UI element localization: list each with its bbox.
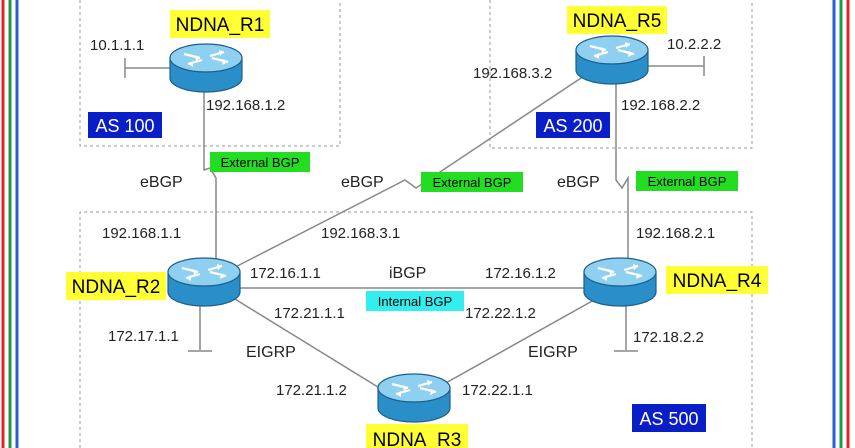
ip-r3-to-r4: 172.22.1.1 [462,382,533,399]
router-label-bg-r2 [66,272,166,300]
tag-external-bgp-right: External BGP [648,174,727,189]
ip-r1-lan: 10.1.1.1 [90,37,144,54]
as500-boundary [79,211,753,448]
router-name-r5: NDNA_R5 [573,11,662,32]
tag-bg-internal [366,291,464,311]
as-boundaries [79,0,753,448]
as-label-bg-100 [88,112,162,138]
as-labels: AS 100 AS 200 AS 500 [88,112,706,432]
router-r3-icon [376,372,452,424]
ip-r2-to-r5: 192.168.3.1 [321,225,400,242]
protocol-eigrp-right: EIGRP [528,344,578,361]
router-name-r4: NDNA_R4 [673,271,762,292]
ip-r5-lan: 10.2.2.2 [667,36,721,53]
ip-labels: 10.1.1.1 192.168.1.2 10.2.2.2 192.168.3.… [90,36,721,399]
left-border-stripes [1,0,19,448]
ip-r2-lan: 172.17.1.1 [108,328,179,345]
link-r2-r5 [209,71,591,281]
as-label-100: AS 100 [95,116,154,136]
protocol-eigrp-left: EIGRP [246,344,296,361]
protocol-ebgp-mid: eBGP [341,174,384,191]
router-label-bg-r3 [366,424,468,448]
router-label-bg-r5 [567,6,667,34]
router-r5-icon [574,34,650,86]
router-r1-icon [168,42,244,94]
tag-bg-ext-mid [421,172,523,192]
ip-r2-to-r3: 172.21.1.1 [274,305,345,322]
tag-internal-bgp: Internal BGP [378,294,452,309]
protocol-ebgp-right: eBGP [557,174,600,191]
ip-r2-ibgp: 172.16.1.1 [250,265,321,282]
router-r2-icon [166,256,242,308]
link-r4-r3 [443,299,595,385]
router-name-r1: NDNA_R1 [176,15,265,36]
protocol-labels: eBGP eBGP eBGP iBGP EIGRP EIGRP [140,174,600,361]
link-r5-r4 [615,72,629,264]
tag-bg-ext-right [636,171,738,191]
ip-r1-wan: 192.168.1.2 [206,97,285,114]
tag-external-bgp-mid: External BGP [433,175,512,190]
right-border-stripes [832,0,850,448]
protocol-ebgp-left: eBGP [140,174,183,191]
tag-external-bgp-left: External BGP [221,155,300,170]
router-label-bg-r4 [666,266,768,294]
protocol-tags: External BGP External BGP External BGP I… [210,152,738,311]
ip-r4-to-r5: 192.168.2.1 [636,225,715,242]
router-r4-icon [582,256,658,308]
tag-bg-ext-left [210,152,310,172]
as-label-bg-200 [536,112,610,138]
links [203,71,629,393]
lan-stubs [124,56,705,352]
ip-r5-to-r2: 192.168.3.2 [473,65,552,82]
as-label-bg-500 [632,404,706,432]
ip-r4-lan: 172.18.2.2 [633,329,704,346]
as100-boundary [79,0,341,147]
router-label-bg-r1 [170,10,270,38]
as-label-200: AS 200 [543,116,602,136]
router-name-r2: NDNA_R2 [72,277,161,298]
protocol-ibgp: iBGP [389,265,426,282]
router-labels: NDNA_R1 NDNA_R5 NDNA_R2 NDNA_R4 NDNA_R3 [66,6,768,448]
ip-r2-to-r1: 192.168.1.1 [102,225,181,242]
as200-boundary [489,0,753,149]
link-r2-r3 [229,295,387,393]
as-label-500: AS 500 [639,409,698,429]
ip-r4-to-r3: 172.22.1.2 [465,305,536,322]
router-name-r3: NDNA_R3 [373,430,462,448]
ip-r4-ibgp: 172.16.1.2 [485,265,556,282]
ip-r3-to-r2: 172.21.1.2 [276,382,347,399]
ip-r5-to-r4: 192.168.2.2 [621,97,700,114]
